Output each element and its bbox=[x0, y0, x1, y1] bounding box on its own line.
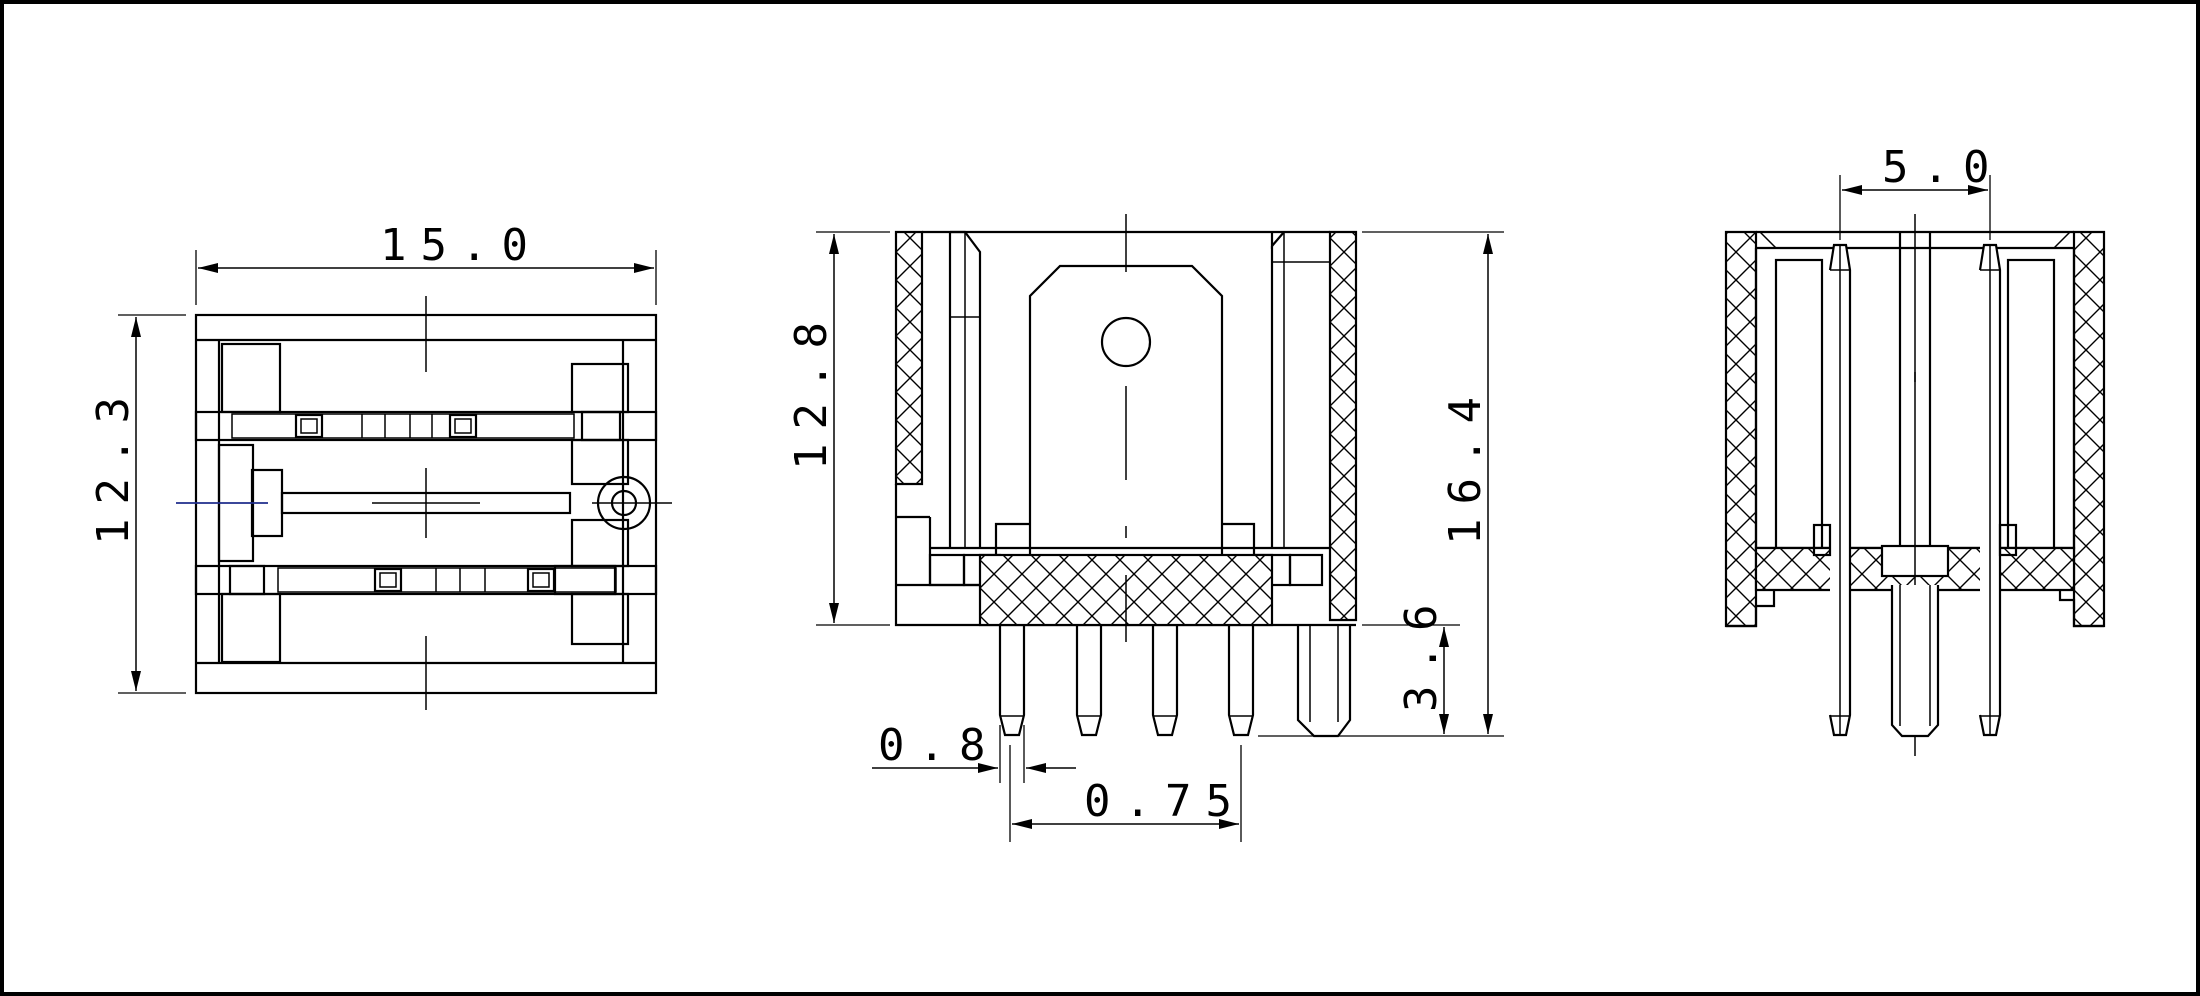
dim-front-pin-length: 3.6 bbox=[1396, 591, 1447, 712]
dim-pin-width: 0.8 bbox=[878, 720, 999, 771]
front-view-tab-hole bbox=[1100, 316, 1152, 368]
dim-side-pitch: 5.0 bbox=[1882, 142, 2003, 193]
front-view-pins bbox=[998, 625, 1352, 738]
side-view-left-wall bbox=[1724, 230, 1758, 628]
front-view-left-wall bbox=[894, 230, 924, 486]
top-view-upper-bar bbox=[194, 410, 658, 442]
dim-top-height: 12.3 bbox=[88, 383, 139, 545]
dim-front-overall-height: 16.4 bbox=[1440, 383, 1491, 545]
side-view-center-pin bbox=[1890, 585, 1940, 738]
top-view-lower-bar bbox=[194, 564, 658, 596]
front-view: 12.8 16.4 3.6 0.8 0.75 bbox=[786, 214, 1504, 842]
dim-pin-pitch: 0.75 bbox=[1084, 776, 1246, 827]
dim-front-body-height: 12.8 bbox=[786, 308, 837, 470]
side-view: 5.0 bbox=[1724, 142, 2106, 756]
side-view-right-wall bbox=[2072, 230, 2106, 628]
front-view-right-wall bbox=[1328, 230, 1358, 622]
top-view: 15.0 12.3 bbox=[88, 220, 672, 710]
dim-top-width: 15.0 bbox=[380, 220, 542, 271]
